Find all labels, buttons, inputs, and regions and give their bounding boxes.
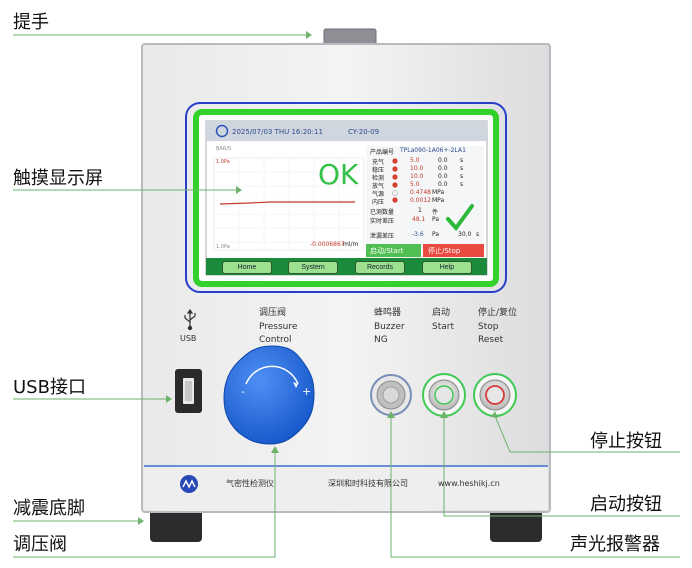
callout-usb-port: USB接口 <box>13 377 86 398</box>
screen-start-button[interactable]: 启动/Start <box>370 247 404 255</box>
count-value: 1 <box>418 207 422 214</box>
start-button <box>422 373 466 417</box>
stop-label-cn: 停止/复位 <box>478 308 518 318</box>
buzzer-label-en1: Buzzer <box>374 322 405 332</box>
check-icon <box>446 204 474 232</box>
product-value: TPLa090-1A06+-2LA1 <box>400 147 466 154</box>
realtime-label: 实时差压 <box>370 218 395 225</box>
callout-pressure-valve: 调压阀 <box>13 534 67 555</box>
time-value: 30.0 <box>458 231 472 238</box>
screen-program: CY-20-09 <box>348 128 380 136</box>
usb-icon <box>184 308 196 331</box>
callout-feet: 减震底脚 <box>13 498 85 519</box>
nav-records[interactable]: Records <box>355 261 405 274</box>
buzzer-label-cn: 蜂鸣器 <box>374 308 402 318</box>
pressure-label: 气源 <box>372 191 385 198</box>
stop-button <box>473 373 517 417</box>
pressure-unit: MPa <box>432 189 445 196</box>
leak-value: -0.0006867 <box>310 241 345 248</box>
valve-label-cn: 调压阀 <box>259 308 287 318</box>
inner-value: 0.0012 <box>410 197 431 204</box>
screen-stop-button[interactable]: 停止/Stop <box>428 247 461 255</box>
result-ok: OK <box>318 158 359 191</box>
callout-start-button: 启动按钮 <box>590 494 662 515</box>
screen-outline <box>185 102 507 293</box>
valve-label-en2: Control <box>259 335 292 345</box>
website: www.heshikj.cn <box>438 479 500 488</box>
buzzer-label-en2: NG <box>374 335 388 345</box>
buzzer-light <box>370 374 412 416</box>
stop-label-en1: Stop <box>478 322 499 332</box>
usb-label: USB <box>180 334 197 343</box>
brand-logo <box>180 475 198 493</box>
count-label: 已测数量 <box>370 209 395 216</box>
chart-y-bottom: 1.0Pa <box>216 244 230 250</box>
screen-datetime: 2025/07/03 THU 16:20:11 <box>232 128 323 136</box>
diff-value: -3.6 <box>412 231 424 238</box>
knob-plus: + <box>302 385 312 398</box>
valve-label-en1: Pressure <box>259 322 298 332</box>
inner-label: 内压 <box>372 199 385 206</box>
realtime-value: 48.1 <box>412 216 426 223</box>
inner-unit: MPa <box>432 197 445 204</box>
chart-y-top: 1.0Pa <box>216 159 230 165</box>
chart-unit: BAR/S <box>216 146 232 152</box>
time-unit: s <box>476 231 480 238</box>
pressure-curve <box>219 201 355 205</box>
leak-unit: ml/m <box>343 241 359 248</box>
nav-help[interactable]: Help <box>422 261 472 274</box>
callout-buzzer: 声光报警器 <box>570 534 660 555</box>
product-label: 产品编号 <box>370 149 395 156</box>
diff-label: 泄漏差压 <box>370 233 395 240</box>
callout-stop-button: 停止按钮 <box>590 431 662 452</box>
pressure-knob <box>223 345 315 445</box>
callout-touchscreen: 触摸显示屏 <box>13 168 103 189</box>
brand-name: 气密性检测仪 <box>226 479 274 488</box>
realtime-unit: Pa <box>432 216 440 223</box>
knob-minus: - <box>241 385 245 398</box>
count-unit: 件 <box>432 209 439 216</box>
handle <box>323 28 377 46</box>
start-label-en: Start <box>432 322 454 332</box>
screen-logo <box>215 124 229 138</box>
pressure-value: 0.4748 <box>410 189 431 196</box>
nav-system[interactable]: System <box>288 261 338 274</box>
nav-home[interactable]: Home <box>222 261 272 274</box>
stop-label-en2: Reset <box>478 335 504 345</box>
start-label-cn: 启动 <box>432 308 451 318</box>
company-name: 深圳和时科技有限公司 <box>328 479 408 488</box>
diff-unit: Pa <box>432 231 440 238</box>
callout-handle: 提手 <box>13 12 49 33</box>
